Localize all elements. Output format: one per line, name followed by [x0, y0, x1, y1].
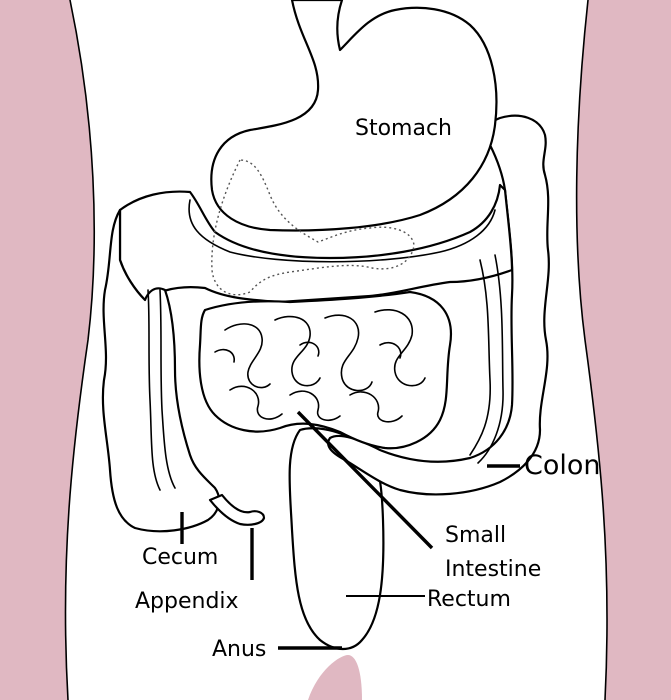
stomach-shape — [211, 0, 496, 230]
small-intestine-label-line1: Small — [445, 523, 506, 548]
appendix-shape — [210, 495, 264, 525]
small-intestine-coils — [199, 292, 451, 448]
anus-label: Anus — [212, 637, 266, 662]
cecum-label: Cecum — [142, 545, 218, 570]
left-body-edge — [0, 0, 94, 700]
stomach-label: Stomach — [355, 116, 452, 141]
colon-label: Colon — [524, 450, 601, 481]
small-intestine-label-line2: Intestine — [445, 557, 541, 582]
appendix-label: Appendix — [135, 589, 239, 614]
rectum-label: Rectum — [427, 587, 511, 612]
crotch-region — [308, 655, 362, 700]
right-body-edge — [577, 0, 671, 700]
